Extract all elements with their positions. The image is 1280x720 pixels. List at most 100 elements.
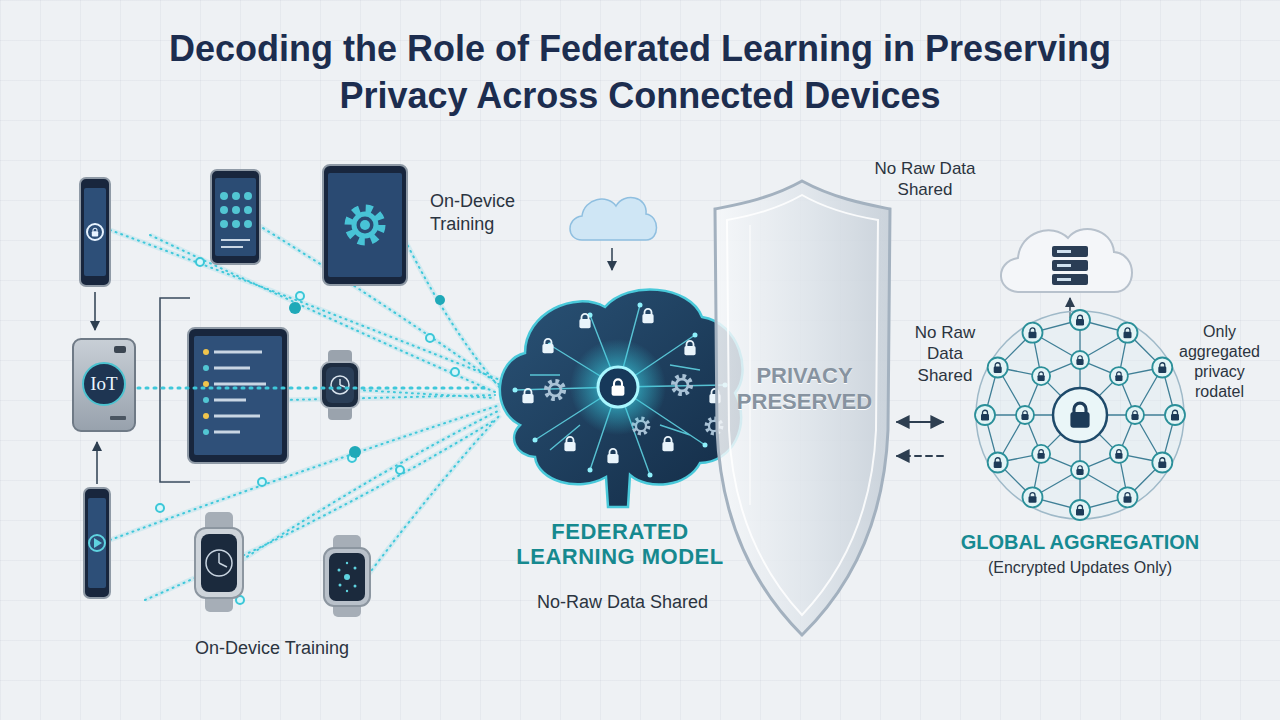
illustration-part [220,206,228,214]
illustration-part [1071,461,1089,479]
aggregation-note: (Encrypted Updates Only) [945,559,1215,577]
illustration-part [289,302,301,314]
flow-arrow [94,292,96,330]
illustration-part [349,446,361,458]
illustration-part [206,550,232,576]
illustration-part [1131,411,1138,420]
illustration-part [339,584,342,587]
illustration-part [1158,458,1166,468]
illustration-part [80,178,110,286]
illustration-part [195,528,243,598]
illustration-part [244,192,252,200]
illustration-part [114,346,126,353]
illustration-part [1076,315,1084,325]
illustration-part [89,535,105,551]
illustration-part [1070,403,1089,428]
illustration-part [985,320,1175,510]
aggregation-note: Only aggregated privacy rodatel [1172,322,1267,402]
illustration-part [232,206,240,214]
illustration-part [188,328,288,463]
illustration-part [203,397,209,403]
illustration-part [546,381,563,398]
illustration-part [221,240,250,247]
server-cloud [1001,229,1132,318]
illustration-part [156,504,164,512]
illustration-part [611,248,613,270]
illustration-part [323,165,407,285]
illustration-part [396,466,404,474]
device-label: IoT [82,362,126,406]
smartwatch [195,512,243,612]
cloud [570,198,657,270]
illustration-part [1115,450,1122,459]
illustration-part [1016,406,1034,424]
illustration-part [522,389,533,403]
illustration-part [296,292,304,300]
illustration-part [1023,323,1043,343]
illustration-part [662,437,673,451]
data-flow-lines [110,225,500,600]
shield-label: PRIVACY PRESERVED [722,363,887,416]
privacy-note: No Raw Data Shared [865,158,985,201]
illustration-part [196,258,204,266]
illustration-part [673,376,690,393]
illustration-part [1032,367,1050,385]
privacy-note: No-Raw Data Shared [515,592,730,613]
tablet [188,328,288,463]
illustration-part [588,468,593,473]
illustration-part [1110,367,1128,385]
illustration-part [1032,445,1050,463]
smartphone [80,178,110,286]
illustration-part [84,488,110,598]
illustration-part [88,498,106,588]
illustration-part [211,170,260,264]
illustration-part [994,458,1002,468]
illustration-part [110,416,126,420]
illustration-part [500,290,743,507]
illustration-part [1052,274,1088,285]
illustration-part [715,181,890,635]
illustration-part [513,388,518,393]
illustration-part [84,188,106,276]
illustration-part [203,381,209,387]
illustration-part [1001,229,1132,292]
illustration-part [1052,246,1088,257]
illustration-part [340,379,345,387]
illustration-part [533,438,538,443]
illustration-part [1053,388,1107,442]
illustration-part [426,334,434,342]
illustration-part [570,198,657,240]
illustration-part [328,173,402,277]
illustration-part [244,220,252,228]
illustration-part [607,449,618,463]
illustration-part [1076,356,1083,365]
illustration-part [1070,310,1090,330]
illustration-part [1171,410,1179,420]
illustration-part [215,178,256,256]
illustration-part [214,352,266,432]
illustration-part [1158,363,1166,373]
illustration-part [1124,493,1132,503]
tablet [211,170,260,264]
aggregation-heading: GLOBAL AGGREGATION [945,531,1215,554]
illustration-part [598,367,638,407]
illustration-part [1118,487,1138,507]
illustration-part [201,534,237,592]
illustration-part [1057,250,1071,281]
model-brain: FEDERATED LEARNING MODEL [490,275,750,575]
illustration-part [94,538,102,548]
illustration-part [1076,466,1083,475]
smartphone [84,488,110,598]
illustration-part [1115,372,1122,381]
illustration-part [324,548,370,606]
illustration-part [693,333,698,338]
illustration-part [684,341,695,355]
illustration-part [360,220,370,230]
illustration-part [87,224,103,240]
connector-arrow [897,455,943,457]
illustration-part [194,336,282,455]
connector-arrow [897,421,943,423]
illustration-part [542,339,553,353]
